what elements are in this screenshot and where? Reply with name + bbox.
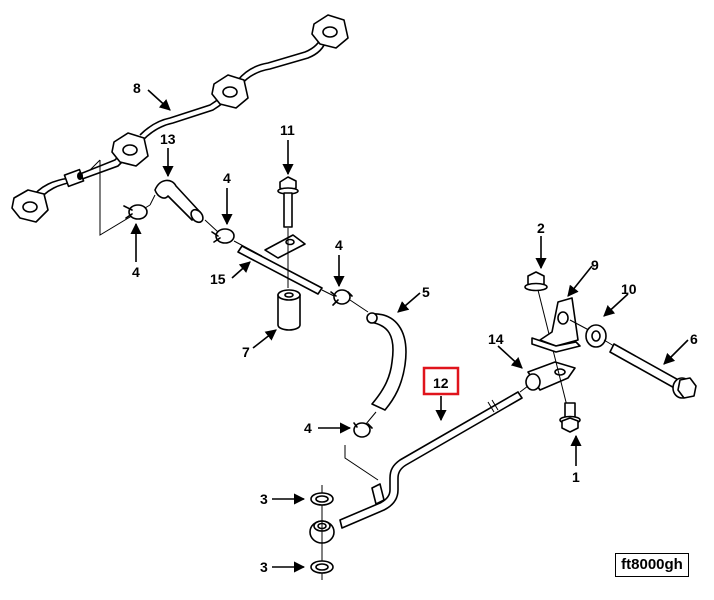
callout-labels: 8 13 11 4 4 4 4 15 7 5 2 9 10 6 14 12 1 … bbox=[132, 80, 698, 575]
part-4-clamp[interactable] bbox=[123, 204, 148, 220]
part-9-bracket[interactable] bbox=[531, 297, 581, 353]
callout-3[interactable]: 3 bbox=[260, 559, 268, 575]
callout-7[interactable]: 7 bbox=[242, 344, 250, 360]
part-15-tube[interactable] bbox=[237, 228, 323, 295]
callout-4[interactable]: 4 bbox=[304, 420, 312, 436]
part-4-clamp[interactable] bbox=[211, 228, 235, 244]
hex-nut bbox=[211, 74, 249, 109]
part-4-clamp[interactable] bbox=[330, 289, 353, 306]
hex-nut bbox=[11, 189, 49, 223]
callout-11[interactable]: 11 bbox=[280, 122, 295, 138]
hex-nut bbox=[111, 132, 149, 167]
callout-12-highlight-box bbox=[422, 366, 460, 396]
part-14-clip[interactable] bbox=[525, 361, 576, 391]
callout-8[interactable]: 8 bbox=[133, 80, 141, 96]
callout-1[interactable]: 1 bbox=[572, 469, 580, 485]
callout-5[interactable]: 5 bbox=[422, 284, 430, 300]
part-3-washer[interactable] bbox=[310, 560, 334, 574]
callout-4[interactable]: 4 bbox=[132, 264, 140, 280]
callout-14[interactable]: 14 bbox=[488, 331, 504, 347]
callout-6[interactable]: 6 bbox=[690, 331, 698, 347]
callout-4[interactable]: 4 bbox=[223, 170, 231, 186]
hex-nut bbox=[311, 14, 349, 49]
part-6-bolt[interactable] bbox=[609, 343, 697, 399]
part-13-hose[interactable] bbox=[154, 179, 205, 224]
part-7-spacer[interactable] bbox=[277, 289, 301, 331]
callout-3[interactable]: 3 bbox=[260, 491, 268, 507]
callout-2[interactable]: 2 bbox=[537, 220, 545, 236]
part-2-nut[interactable] bbox=[524, 271, 548, 292]
part-10-washer[interactable] bbox=[585, 324, 607, 348]
part-5-hose[interactable] bbox=[366, 312, 407, 411]
part-4-clamp[interactable] bbox=[353, 422, 373, 438]
part-3-washer[interactable] bbox=[310, 492, 334, 506]
callout-13[interactable]: 13 bbox=[160, 131, 176, 147]
leader-arrows bbox=[130, 89, 689, 573]
figure-reference-label: ft8000gh bbox=[615, 553, 689, 577]
callout-9[interactable]: 9 bbox=[591, 257, 599, 273]
callout-4[interactable]: 4 bbox=[335, 237, 343, 253]
part-8-injector-line[interactable] bbox=[11, 14, 349, 223]
part-12-fuel-return-tube[interactable] bbox=[309, 391, 523, 544]
callout-12[interactable]: 12 bbox=[433, 375, 449, 391]
callout-15[interactable]: 15 bbox=[210, 271, 226, 287]
part-1-bolt[interactable] bbox=[559, 402, 581, 433]
part-11-bolt[interactable] bbox=[277, 176, 299, 228]
callout-10[interactable]: 10 bbox=[621, 281, 637, 297]
